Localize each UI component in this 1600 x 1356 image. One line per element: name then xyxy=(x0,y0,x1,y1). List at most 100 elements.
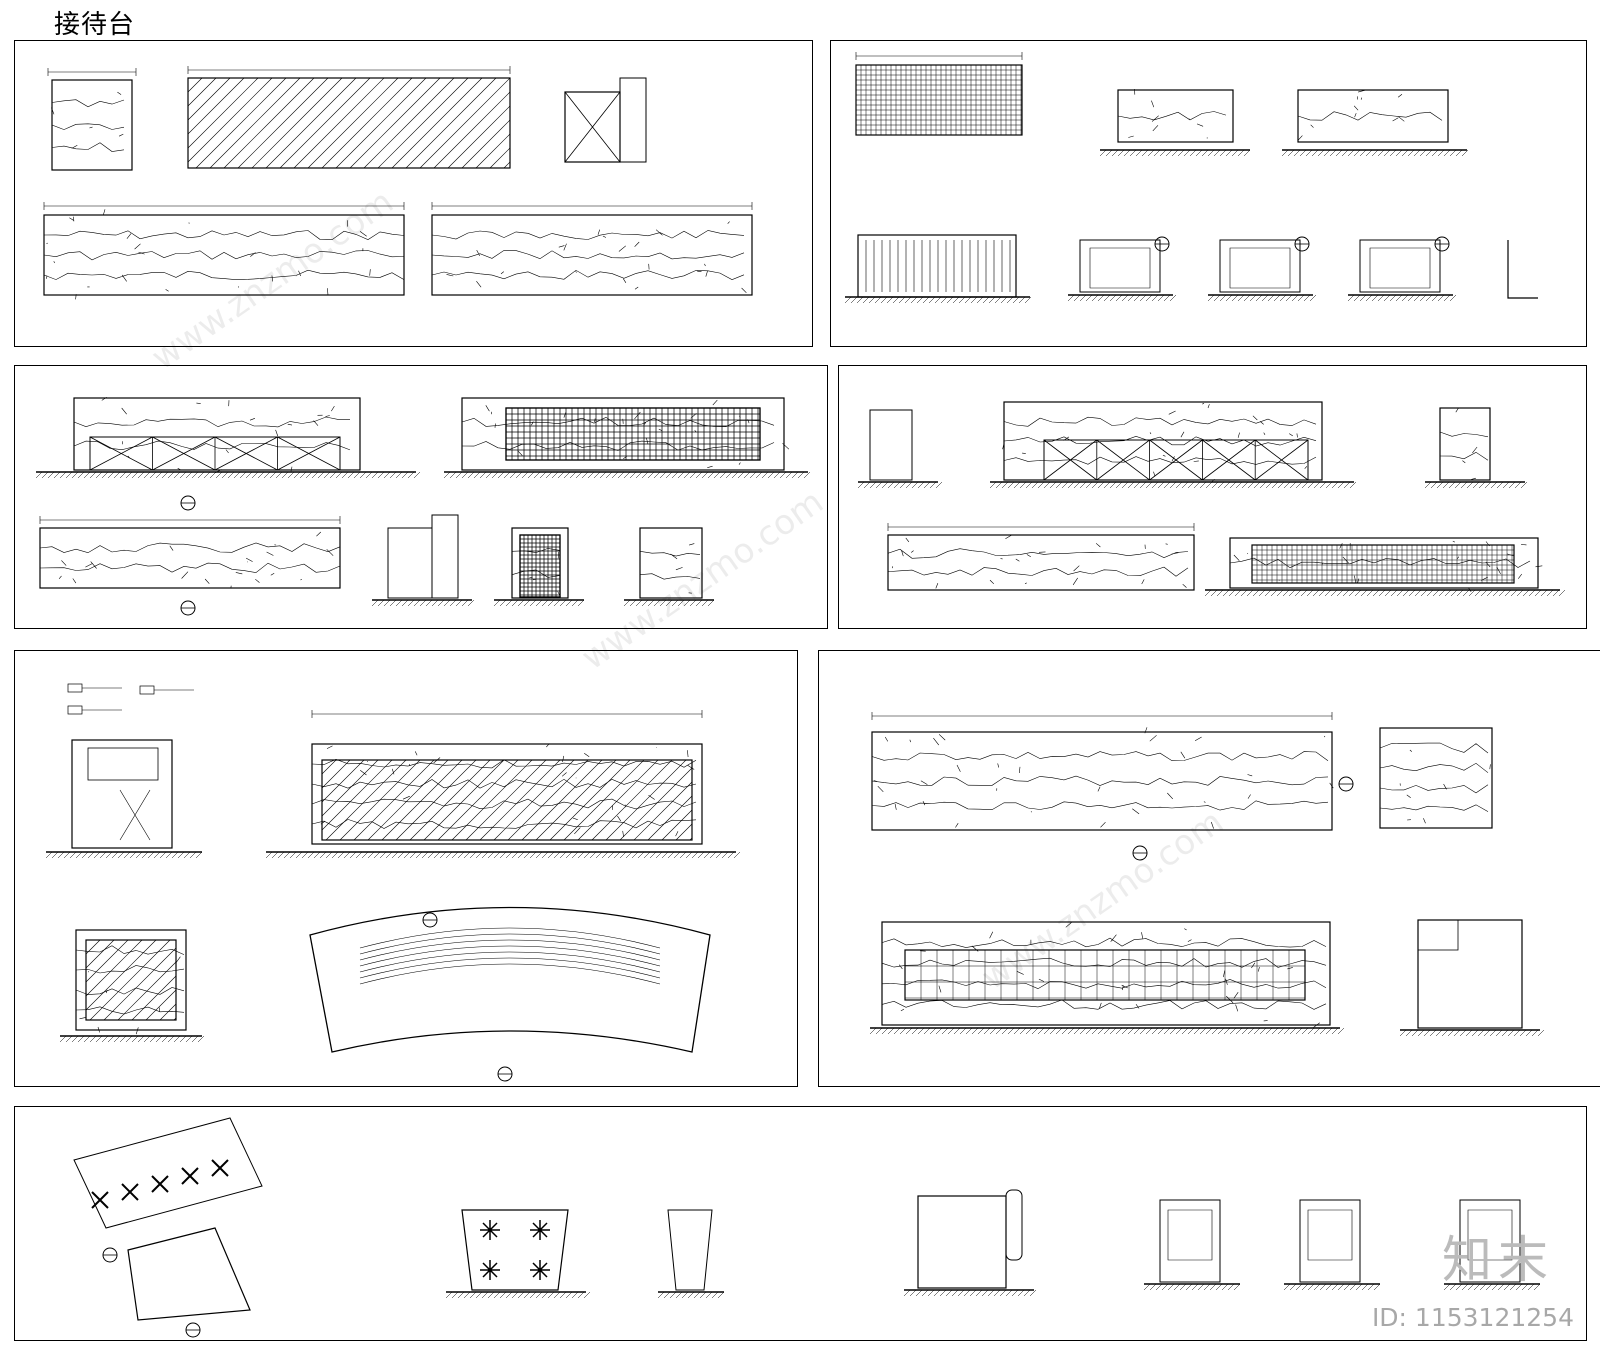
counter-elevation xyxy=(917,1195,1007,1289)
sheet-3 xyxy=(14,365,828,629)
section-detail-inner xyxy=(1167,1209,1213,1261)
sheet-4 xyxy=(838,365,1587,629)
elevation-outline xyxy=(881,921,1331,1026)
image-id-label: ID: 1153121254 xyxy=(1371,1303,1574,1332)
elevation-outline xyxy=(75,929,187,1031)
stone-texture xyxy=(1379,742,1491,824)
counter-section xyxy=(667,1209,713,1291)
section-detail xyxy=(1299,1199,1361,1283)
section-detail-inner xyxy=(87,747,159,781)
sheet-2 xyxy=(830,40,1587,347)
ground-hatch xyxy=(371,599,475,607)
ground-hatch xyxy=(493,599,585,607)
ground-hatch xyxy=(857,481,943,489)
stone-texture xyxy=(511,548,561,597)
section-detail xyxy=(869,409,913,481)
plan-fixture-marks xyxy=(91,1159,229,1209)
ground-hatch xyxy=(1347,294,1457,302)
stone-texture xyxy=(639,543,701,594)
side-section xyxy=(619,77,647,163)
elevation-outline xyxy=(1297,89,1449,143)
elevation-outline xyxy=(1379,727,1493,829)
stone-texture xyxy=(887,534,1189,589)
stone-texture xyxy=(1297,89,1443,141)
ground-hatch xyxy=(1204,589,1566,597)
section-detail-inner xyxy=(1417,919,1459,951)
grid-pattern xyxy=(856,65,1022,135)
stone-texture xyxy=(1229,540,1543,592)
sheet-5 xyxy=(14,650,798,1087)
elevation-outline xyxy=(887,534,1195,591)
elevation-outline xyxy=(187,77,511,169)
elevation-outline xyxy=(311,743,703,845)
ground-hatch xyxy=(1399,1029,1545,1037)
curved-plan xyxy=(309,906,711,1053)
elevation-outline xyxy=(505,407,761,461)
ground-hatch xyxy=(445,1291,591,1299)
ground-hatch xyxy=(903,1289,1037,1297)
plan-view xyxy=(127,1227,251,1321)
stone-texture xyxy=(431,221,747,294)
ground-hatch xyxy=(989,481,1357,489)
ground-hatch xyxy=(45,851,203,859)
elevation-outline xyxy=(639,527,703,599)
elevation-outline xyxy=(904,949,1306,1001)
section-detail-inner xyxy=(1369,247,1431,289)
ground-hatch xyxy=(623,599,715,607)
ground-hatch xyxy=(1099,149,1251,157)
slat-pattern xyxy=(865,240,1011,292)
sheet-7 xyxy=(14,1106,1587,1341)
ground-hatch xyxy=(1443,1283,1541,1291)
elevation-outline xyxy=(511,527,569,599)
stone-texture xyxy=(39,531,341,589)
page-title: 接待台 xyxy=(54,10,136,40)
grid-pattern xyxy=(520,535,560,597)
section-detail xyxy=(1359,239,1441,293)
section-detail xyxy=(387,527,433,599)
star-inlay-pattern xyxy=(480,1220,550,1280)
counter-elevation xyxy=(461,1209,569,1291)
elevation-outline xyxy=(73,397,361,471)
material-tag xyxy=(67,683,83,693)
elevation-outline xyxy=(43,214,405,296)
section-detail xyxy=(71,739,173,849)
brand-watermark: 知末 xyxy=(1442,1231,1554,1289)
elevation-outline xyxy=(321,759,693,841)
grid-pattern xyxy=(905,950,1305,1000)
elevation-outline xyxy=(461,397,785,471)
edge-detail xyxy=(1507,240,1538,299)
hatch-pattern xyxy=(85,939,177,1021)
ground-hatch xyxy=(1207,294,1317,302)
stone-texture xyxy=(1117,88,1227,139)
sheet-1 xyxy=(14,40,813,347)
stone-texture xyxy=(1439,407,1489,480)
ground-hatch xyxy=(1424,481,1528,489)
stone-texture xyxy=(73,397,351,473)
ground-hatch xyxy=(35,471,421,479)
stone-texture xyxy=(1002,403,1317,482)
elevation-outline xyxy=(1117,89,1234,143)
counter-edge xyxy=(1005,1189,1023,1261)
section-detail xyxy=(1079,239,1161,293)
section-detail-inner xyxy=(1467,1209,1513,1261)
section-detail xyxy=(1459,1199,1521,1283)
ground-hatch xyxy=(1283,1283,1381,1291)
ground-hatch xyxy=(1281,149,1469,157)
stone-texture xyxy=(881,922,1327,1028)
ground-hatch xyxy=(59,1035,205,1043)
panel-outline xyxy=(1043,439,1309,481)
elevation-outline xyxy=(431,214,753,296)
section-detail xyxy=(1159,1199,1221,1283)
section-detail-inner xyxy=(1307,1209,1353,1261)
side-section-cross xyxy=(564,91,621,163)
wood-grain-pattern xyxy=(359,927,661,985)
stone-texture xyxy=(51,91,125,152)
stone-texture xyxy=(871,727,1334,829)
elevation-outline xyxy=(871,731,1333,831)
sheet-6 xyxy=(818,650,1600,1087)
stone-texture xyxy=(311,743,697,837)
grid-pattern xyxy=(506,408,760,460)
elevation-outline xyxy=(1439,407,1491,481)
ground-hatch xyxy=(869,1027,1345,1035)
